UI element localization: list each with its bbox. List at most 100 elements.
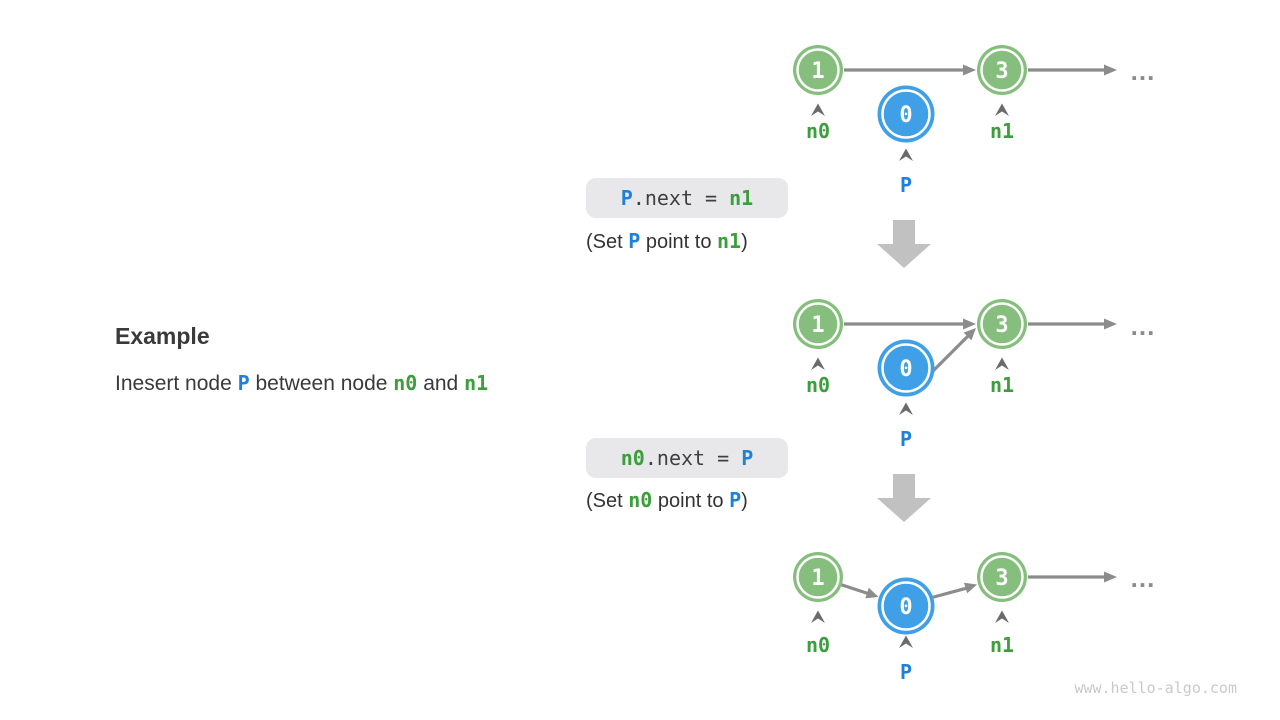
- token-n0: n0: [393, 371, 418, 395]
- node-value: 1: [811, 313, 824, 338]
- code-var-n1: n1: [729, 186, 754, 210]
- node-circle: [793, 299, 843, 349]
- node-value: 1: [811, 59, 824, 84]
- example-description: Inesert node P between node n0 and n1: [115, 371, 488, 396]
- node-ring: [796, 48, 840, 92]
- pointer-caret-icon: [995, 610, 1009, 623]
- caption-var-p: P: [729, 488, 742, 512]
- node-n1: 3 n1: [977, 45, 1027, 143]
- example-heading: Example: [115, 323, 210, 349]
- node-circle: [793, 45, 843, 95]
- arrowhead-icon: [1104, 64, 1117, 76]
- arrowhead-icon: [1104, 571, 1117, 583]
- code-var-n0: n0: [620, 446, 645, 470]
- node-value: 0: [899, 103, 912, 128]
- token-n1: n1: [464, 371, 489, 395]
- caption-step1: (Set P point to n1): [586, 229, 748, 254]
- node-value: 3: [995, 566, 1008, 591]
- node-p: 0 P: [877, 85, 935, 197]
- caption-text: (Set: [586, 490, 629, 512]
- node-circle: [977, 552, 1027, 602]
- arrowhead-icon: [865, 587, 879, 599]
- node-value: 0: [899, 595, 912, 620]
- node-p: 0 P: [877, 577, 935, 684]
- node-label: n0: [806, 633, 830, 657]
- node-value: 3: [995, 59, 1008, 84]
- arrowhead-icon: [963, 318, 976, 330]
- description-text: Inesert node: [115, 372, 238, 395]
- caption-step2: (Set n0 point to P): [586, 488, 748, 513]
- node-p: 0 P: [877, 339, 935, 451]
- caption-var-p: P: [628, 229, 641, 253]
- node-label: n1: [990, 373, 1014, 397]
- arrowhead-icon: [963, 64, 976, 76]
- node-circle: [877, 577, 935, 635]
- description-text: and: [417, 372, 465, 395]
- caption-text: point to: [652, 490, 730, 512]
- node-value: 1: [811, 566, 824, 591]
- code-var-p: P: [741, 446, 754, 470]
- code-var-p: P: [620, 186, 633, 210]
- pointer-caret-icon: [811, 103, 825, 116]
- watermark: www.hello-algo.com: [1074, 679, 1237, 697]
- node-label: n1: [990, 119, 1014, 143]
- node-value: 0: [899, 357, 912, 382]
- node-ring: [796, 555, 840, 599]
- node-label: n0: [806, 119, 830, 143]
- diagram-final: ... 1 n0 3 n1 0 P: [793, 552, 1156, 684]
- caption-text: ): [741, 231, 748, 253]
- node-label: P: [900, 660, 912, 684]
- node-n0: 1 n0: [793, 45, 843, 143]
- diagram-after-p-next: ... 1 n0 3 n1 0 P: [793, 299, 1156, 451]
- arrowhead-icon: [1104, 318, 1117, 330]
- node-label: P: [900, 427, 912, 451]
- code-mid: .next =: [632, 186, 730, 210]
- ellipsis: ...: [1131, 56, 1156, 86]
- node-ring: [980, 555, 1024, 599]
- node-ring: [881, 89, 931, 139]
- node-n1: 3 n1: [977, 299, 1027, 397]
- node-label: P: [900, 173, 912, 197]
- node-ring: [980, 302, 1024, 346]
- node-circle: [877, 85, 935, 143]
- node-n0: 1 n0: [793, 552, 843, 657]
- ellipsis: ...: [1131, 311, 1156, 341]
- node-circle: [977, 299, 1027, 349]
- code-step1: P.next = n1: [621, 186, 753, 210]
- pointer-caret-icon: [995, 357, 1009, 370]
- diagram-initial: ... 1 n0 3 n1 0 P: [793, 45, 1156, 197]
- node-circle: [877, 339, 935, 397]
- caption-var-n0: n0: [628, 488, 653, 512]
- pointer-caret-icon: [899, 635, 913, 648]
- arrowhead-icon: [964, 582, 978, 594]
- code-chip-step1: P.next = n1: [586, 178, 788, 218]
- pointer-caret-icon: [899, 148, 913, 161]
- caption-text: (Set: [586, 231, 629, 253]
- node-n1: 3 n1: [977, 552, 1027, 657]
- pointer-caret-icon: [811, 357, 825, 370]
- node-circle: [977, 45, 1027, 95]
- node-ring: [796, 302, 840, 346]
- node-n0: 1 n0: [793, 299, 843, 397]
- node-ring: [980, 48, 1024, 92]
- code-chip-step2: n0.next = P: [586, 438, 788, 478]
- pointer-caret-icon: [811, 610, 825, 623]
- caption-var-n1: n1: [717, 229, 742, 253]
- down-arrow-icon: [877, 220, 931, 268]
- caption-text: point to: [640, 231, 718, 253]
- node-ring: [881, 343, 931, 393]
- code-step2: n0.next = P: [621, 446, 753, 470]
- ellipsis: ...: [1131, 563, 1156, 593]
- node-label: n0: [806, 373, 830, 397]
- token-p: P: [237, 371, 250, 395]
- pointer-caret-icon: [899, 402, 913, 415]
- caption-text: ): [741, 490, 748, 512]
- description-text: between node: [249, 372, 394, 395]
- node-circle: [793, 552, 843, 602]
- down-arrow-icon: [877, 474, 931, 522]
- edge-p-n1: [929, 586, 967, 600]
- pointer-caret-icon: [995, 103, 1009, 116]
- node-ring: [881, 581, 931, 631]
- node-value: 3: [995, 313, 1008, 338]
